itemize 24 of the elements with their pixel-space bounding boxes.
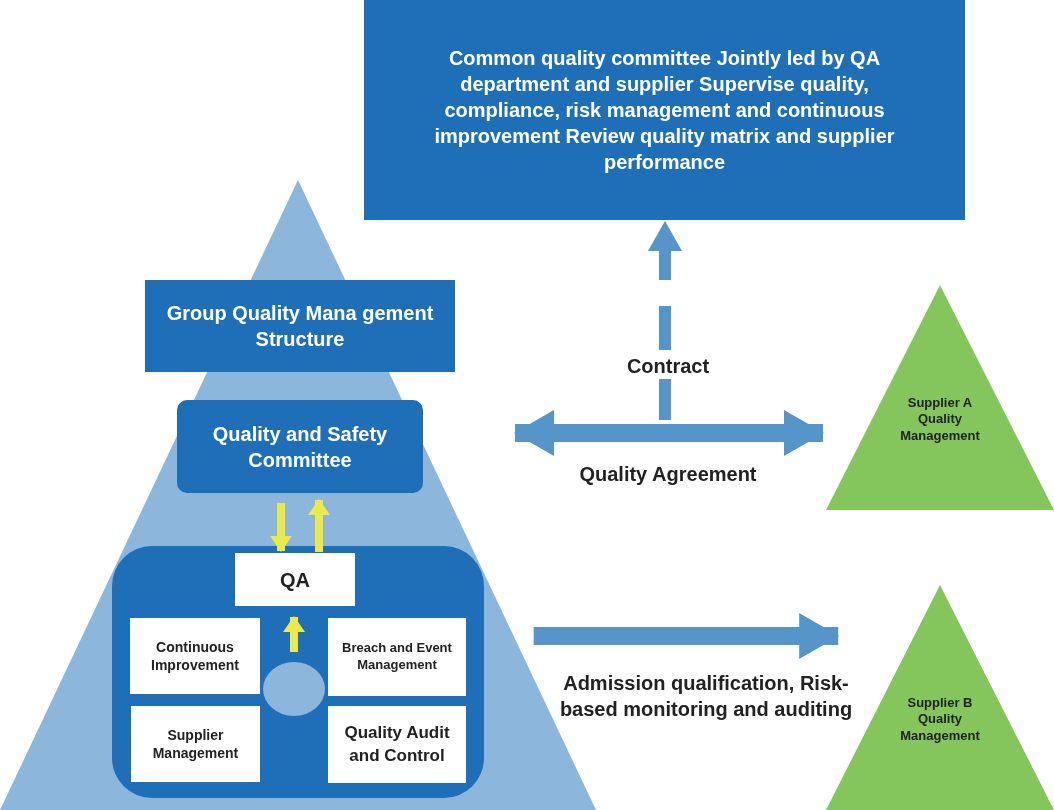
rounded-panel — [112, 546, 484, 798]
triangle-label: Supplier A Quality Management — [899, 395, 981, 444]
process-box — [235, 553, 355, 606]
box-label: Continuous Improvement — [150, 637, 240, 675]
process-box — [328, 706, 466, 783]
triangle-label: Supplier B Quality Management — [899, 695, 981, 744]
arrow — [308, 499, 330, 552]
process-box — [177, 400, 423, 493]
edge-label: Admission qualification, Risk-based monitoring and auditing — [558, 671, 854, 723]
process-box — [131, 706, 260, 782]
box-label: Breach and Event Management — [341, 640, 453, 674]
box-label: Supplier Management — [151, 725, 240, 763]
process-box — [364, 0, 965, 220]
edge-label: Quality Agreement — [578, 462, 758, 487]
double-arrow — [514, 410, 824, 456]
box-label: QA — [280, 567, 310, 593]
process-box — [328, 618, 466, 696]
box-label: Quality Audit and Control — [343, 721, 451, 767]
process-box — [145, 280, 455, 372]
box-label: Group Quality Mana gement Structure — [165, 301, 435, 352]
process-box — [130, 618, 260, 694]
box-label: Quality and Safety Committee — [211, 421, 389, 473]
box-label: Common quality committee Jointly led by QA department and supplier Supervise quality, compliance, risk management and continuous improvement Review quality matrix and supplier performance — [433, 46, 896, 175]
arrow — [533, 613, 840, 659]
